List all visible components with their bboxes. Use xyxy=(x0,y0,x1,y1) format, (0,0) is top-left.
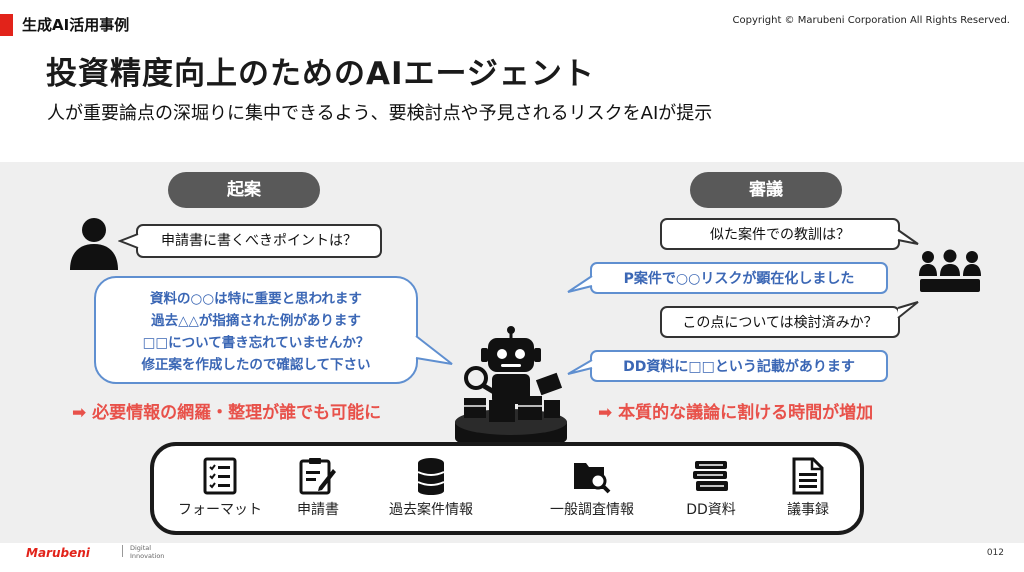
group-icon xyxy=(919,249,981,292)
bubble-tail xyxy=(567,275,593,293)
source-format: フォーマット xyxy=(170,457,270,519)
source-label: DD資料 xyxy=(686,502,736,518)
ai-advice-line: 過去△△が指摘された例があります xyxy=(151,313,361,329)
reviewer-question-bubble: 似た案件での教訓は？ xyxy=(660,218,900,250)
ai-advice-line: □□について書き忘れていませんか？ xyxy=(142,335,370,351)
bubble-tail xyxy=(897,301,919,319)
source-label: 一般調査情報 xyxy=(550,502,634,518)
copyright-text: Copyright © Marubeni Corporation All Rig… xyxy=(732,15,1011,26)
source-label: 申請書 xyxy=(297,502,339,518)
bubble-tail xyxy=(897,229,919,245)
drafting-result: ➡ 必要情報の網羅・整理が誰でも可能に xyxy=(72,403,382,423)
checklist-icon xyxy=(203,457,237,495)
reviewer-question-bubble: この点については検討済みか？ xyxy=(660,306,900,338)
document-icon xyxy=(792,457,824,495)
company-logo: Marubeni xyxy=(26,546,90,560)
source-application: 申請書 xyxy=(268,457,368,519)
user-icon xyxy=(70,218,118,270)
ai-robot-icon xyxy=(455,326,567,451)
source-minutes: 議事録 xyxy=(758,457,858,519)
ai-answer-bubble: DD資料に□□という記載があります xyxy=(590,350,888,382)
source-label: 議事録 xyxy=(787,502,829,518)
review-result: ➡ 本質的な議論に割ける時間が増加 xyxy=(598,403,874,423)
bubble-tail xyxy=(567,359,593,375)
section-tag: 生成AI活用事例 xyxy=(22,16,130,34)
folder-search-icon xyxy=(574,463,611,494)
section-tag-bar xyxy=(0,14,13,36)
source-label: 過去案件情報 xyxy=(389,502,473,518)
logo-subtitle-line: Digital xyxy=(130,544,152,552)
books-icon xyxy=(693,461,728,491)
source-general-research: 一般調査情報 xyxy=(542,457,642,519)
drafter-question-bubble: 申請書に書くべきポイントは？ xyxy=(136,224,382,258)
page-subtitle: 人が重要論点の深堀りに集中できるよう、要検討点や予見されるリスクをAIが提示 xyxy=(47,103,713,124)
form-edit-icon xyxy=(299,458,336,495)
data-sources-box xyxy=(150,442,864,535)
logo-subtitle-line: Innovation xyxy=(130,552,165,560)
bubble-tail xyxy=(118,233,139,249)
logo-subtitle: Digital Innovation xyxy=(130,544,164,560)
bubble-tail xyxy=(415,335,453,365)
page-title: 投資精度向上のためのAIエージェント xyxy=(46,56,595,92)
review-pill: 審議 xyxy=(690,172,842,208)
drafting-pill: 起案 xyxy=(168,172,320,208)
ai-advice-bubble: 資料の○○は特に重要と思われます 過去△△が指摘された例があります □□について… xyxy=(94,276,418,384)
ai-advice-line: 資料の○○は特に重要と思われます xyxy=(150,291,362,307)
logo-divider xyxy=(122,545,123,557)
ai-answer-bubble: P案件で○○リスクが顕在化しました xyxy=(590,262,888,294)
source-dd-docs: DD資料 xyxy=(661,457,761,519)
source-label: フォーマット xyxy=(178,502,262,518)
source-past-deals: 過去案件情報 xyxy=(381,457,481,519)
page-number: 012 xyxy=(986,548,1004,558)
ai-advice-line: 修正案を作成したので確認して下さい xyxy=(141,357,371,373)
database-icon xyxy=(417,458,445,495)
